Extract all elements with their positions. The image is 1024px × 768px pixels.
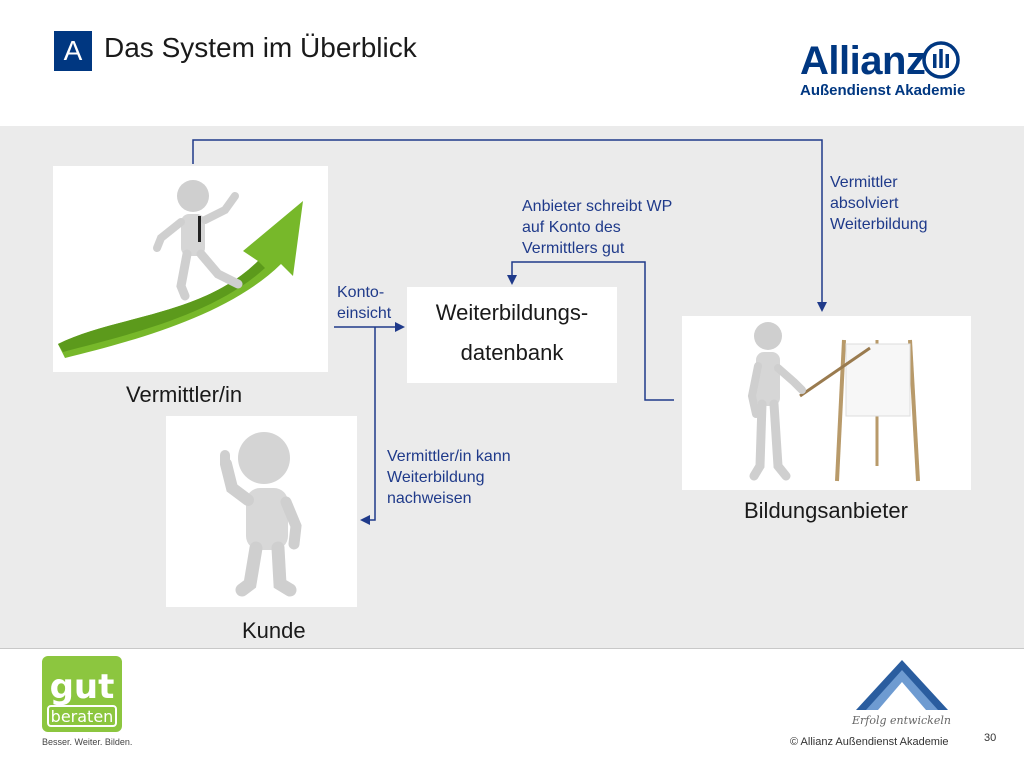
presenter-figure [747,322,920,482]
thumbs-up-figure [220,432,302,597]
copyright-text: © Allianz Außendienst Akademie [790,736,949,748]
kunde-label: Kunde [242,618,306,643]
page-number: 30 [984,732,997,744]
gut-beraten-tagline: Besser. Weiter. Bilden. [42,737,133,747]
vermittler-image [53,166,328,372]
growth-arrow-figure [58,180,303,358]
vermittler-absolviert-label: Vermittler absolviert Weiterbildung [830,174,928,233]
vermittler-label: Vermittler/in [126,382,243,407]
arrow-bildungsanbieter-to-database [507,261,674,401]
anbieter-schreibt-label: Anbieter schreibt WP auf Konto des Vermi… [522,198,673,257]
page-title: Das System im Überblick [104,32,417,63]
konto-einsicht-label: Konto- einsicht [337,284,392,322]
svg-text:beraten: beraten [51,707,114,726]
allianz-logo-subtitle: Außendienst Akademie [800,82,966,99]
bildungsanbieter-image [682,316,971,490]
bildungsanbieter-label: Bildungsanbieter [744,498,908,523]
allianz-eagle-icon [922,41,960,79]
svg-text:gut: gut [50,667,115,707]
arrow-nachweis-to-kunde [360,327,376,525]
section-badge: A [54,31,92,71]
allianz-logo-word: Allianz [800,39,926,83]
database-label-line1: Weiterbildungs- [435,300,589,325]
gut-beraten-logo: gut beraten [42,656,122,732]
akademie-triangle-logo [856,660,948,710]
kunde-image [166,416,357,607]
database-label-line2: datenbank [460,340,564,365]
nachweisen-label: Vermittler/in kann Weiterbildung nachwei… [387,448,511,507]
weiterbildungsdatenbank-node: Weiterbildungs- datenbank [407,287,617,383]
arrow-vermittler-to-bildungsanbieter [192,139,827,312]
akademie-script-text: Erfolg entwickeln [852,714,951,727]
